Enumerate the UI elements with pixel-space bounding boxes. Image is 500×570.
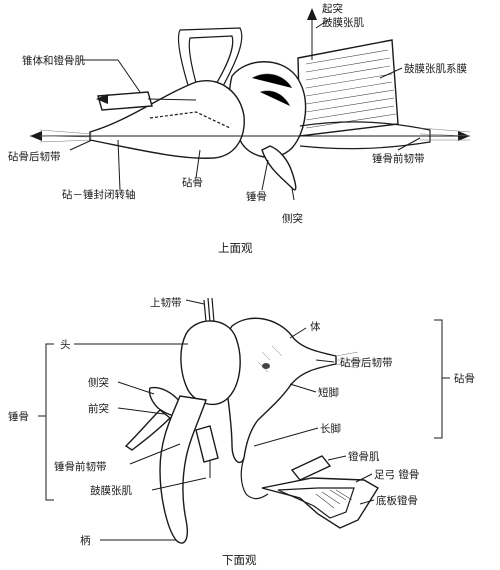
long-crus [240, 457, 269, 500]
incus-body-top [89, 80, 245, 159]
label-lateral-process-bottom: 侧突 [88, 376, 109, 389]
label-short-crus: 短脚 [318, 386, 339, 399]
bottom-view: 上韧带 体 头 砧骨后韧带 砧骨 侧突 短脚 前突 锤骨 长脚 锤骨前韧带 镫骨… [8, 297, 475, 567]
manubrium [159, 395, 207, 544]
label-lateral-process-top: 侧突 [282, 212, 303, 225]
label-incus-bottom: 砧骨 [454, 372, 475, 385]
label-superior-ligament: 上韧带 [150, 297, 182, 309]
caption-top-view: 上面观 [218, 241, 253, 255]
label-manubrium: 柄 [80, 534, 91, 547]
label-footplate: 底板镫骨 [376, 494, 418, 507]
label-head: 头 [60, 339, 71, 351]
label-incudomalleal-axis: 砧－锤封闭转轴 [62, 188, 136, 201]
caption-bottom-view: 下面观 [222, 553, 257, 567]
label-long-crus: 长脚 [320, 422, 341, 435]
stapes-bottom [261, 477, 379, 529]
label-posterior-incudal-ligament-top: 砧骨后韧带 [8, 150, 61, 163]
label-body: 体 [310, 321, 321, 333]
label-tensor-tympani-system: 鼓膜张肌系膜 [404, 62, 467, 75]
label-malleus-top: 锤骨 [246, 190, 267, 203]
anterior-process [124, 409, 172, 451]
label-anterior-malleal-ligament-top: 锤骨前韧带 [372, 152, 425, 165]
malleus-head-bottom [180, 320, 241, 406]
label-anterior-malleal-ligament-bottom: 锤骨前韧带 [54, 460, 107, 473]
stapes-arch-inner [188, 35, 234, 91]
incus-bracket [434, 319, 443, 439]
label-stapedius: 镫骨肌 [348, 451, 380, 463]
label-incus-top: 砧骨 [182, 176, 203, 189]
label-posterior-incudal-ligament-bottom: 砧骨后韧带 [340, 356, 393, 369]
malleus-bracket [45, 343, 54, 501]
lateral-process-top [261, 145, 297, 191]
incus-body-bottom [224, 317, 337, 464]
tensor-tympani-bottom [195, 425, 219, 463]
label-stapes-arch: 足弓 镫骨 [374, 469, 419, 481]
top-view: 起突 鼓膜张肌 锥体和镫骨肌 鼓膜张肌系膜 砧骨后韧带 锤骨前韧带 砧－锤封闭转… [8, 2, 471, 255]
label-malleus-bottom: 锤骨 [8, 410, 29, 423]
label-tensor-tympani-top: 鼓膜张肌 [322, 16, 364, 29]
label-anterior-process: 前突 [88, 402, 109, 415]
label-tensor-tympani-bottom: 鼓膜张肌 [90, 484, 132, 497]
label-process: 起突 [322, 2, 343, 15]
stapedius-tendon [97, 91, 153, 111]
stapes-arch-top [177, 27, 243, 96]
superior-ligament [203, 297, 215, 323]
label-stapedius-incus: 锥体和镫骨肌 [22, 55, 85, 67]
stapedius-muscle [290, 455, 332, 481]
